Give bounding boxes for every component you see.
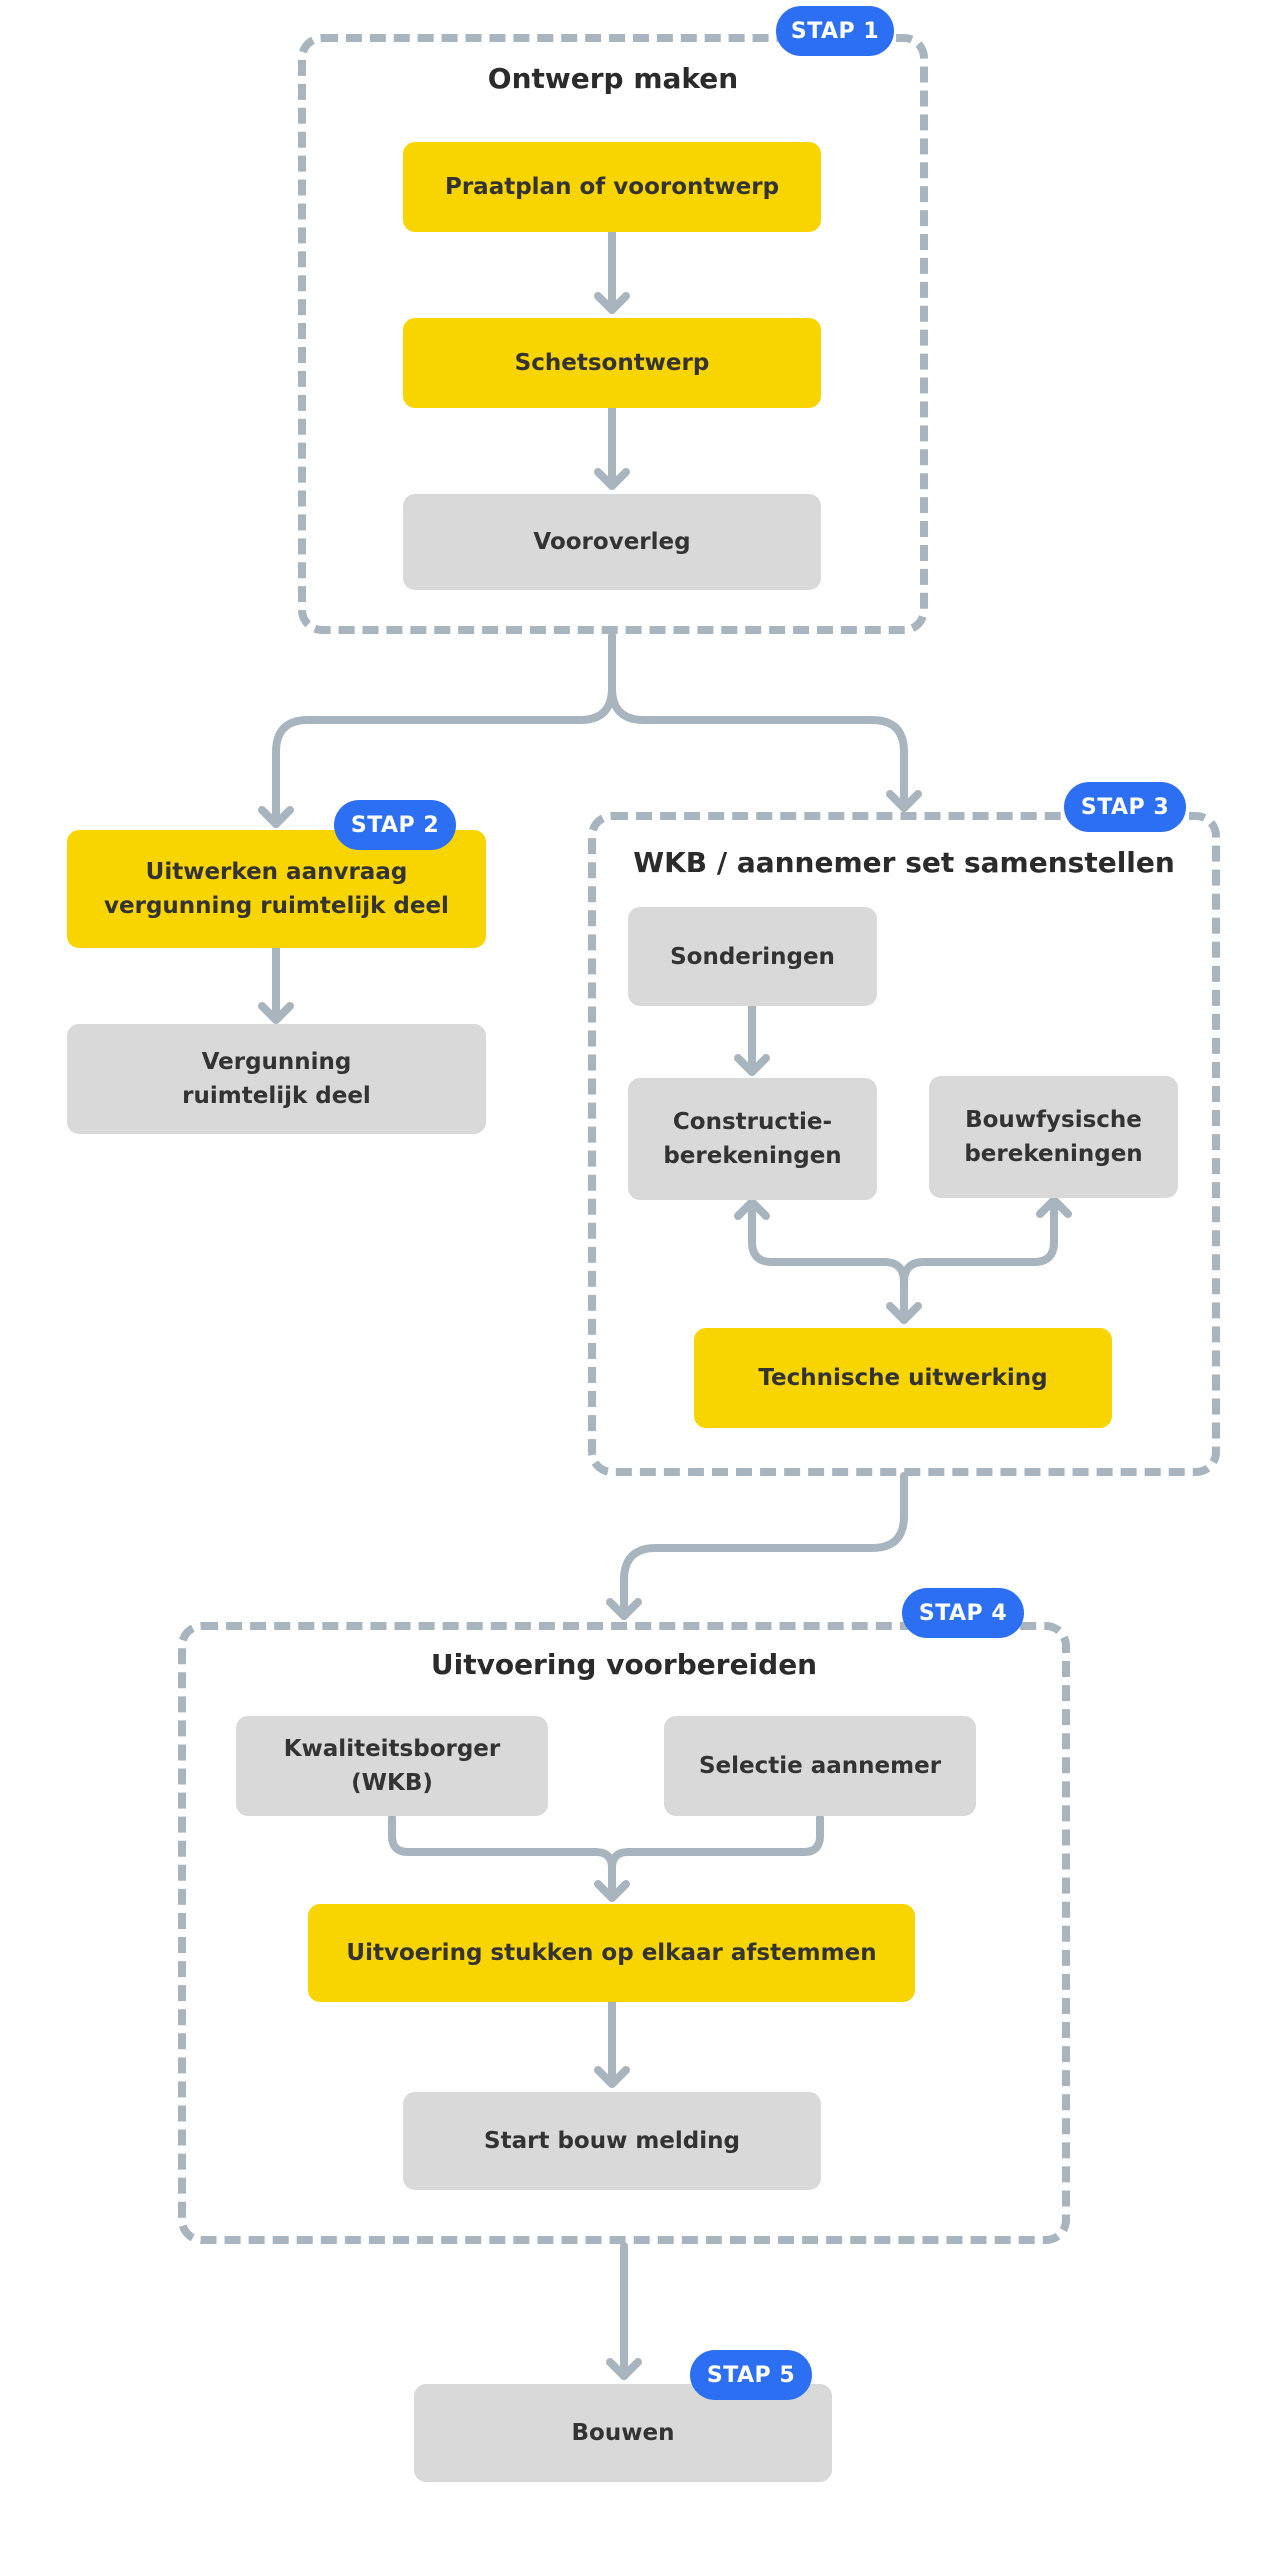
arrowhead <box>258 806 294 828</box>
arrowhead <box>886 1302 922 1324</box>
bouwen-box: Bouwen <box>414 2384 832 2482</box>
connector-step1-to-step3 <box>608 684 908 812</box>
arrowhead <box>606 2358 642 2380</box>
afstemmen-box: Uitvoering stukken op elkaar afstemmen <box>308 1904 915 2002</box>
step4-badge: STAP 4 <box>902 1588 1024 1638</box>
arrowhead <box>594 1880 630 1902</box>
arrowhead <box>886 790 922 812</box>
connector-step3-to-step4 <box>620 1472 908 1620</box>
schetsontwerp-box: Schetsontwerp <box>403 318 821 408</box>
vergunning-box: Vergunning ruimtelijk deel <box>67 1024 486 1134</box>
connector-step1-to-step2 <box>272 632 616 828</box>
technische-uitwerking-box: Technische uitwerking <box>694 1328 1112 1428</box>
step1-title: Ontwerp maken <box>487 62 739 95</box>
arrowhead <box>734 1054 770 1076</box>
connector-selectie-to-afstemmen <box>608 1814 824 1872</box>
arrowhead <box>594 292 630 314</box>
step2-badge: STAP 2 <box>334 800 456 850</box>
step1-group: Ontwerp maken <box>298 34 928 634</box>
kwaliteitsborger-box: Kwaliteitsborger (WKB) <box>236 1716 548 1816</box>
step5-badge: STAP 5 <box>690 2350 812 2400</box>
arrowhead <box>594 468 630 490</box>
step3-title: WKB / aannemer set samenstellen <box>633 846 1175 879</box>
step4-group: Uitvoering voorbereiden <box>178 1622 1070 2244</box>
arrowhead <box>594 2066 630 2088</box>
arrowhead <box>1036 1196 1072 1218</box>
praatplan-box: Praatplan of voorontwerp <box>403 142 821 232</box>
sonderingen-box: Sonderingen <box>628 907 877 1006</box>
step4-title: Uitvoering voorbereiden <box>430 1648 818 1681</box>
arrowhead <box>606 1598 642 1620</box>
bouwfysische-box: Bouwfysische berekeningen <box>929 1076 1178 1198</box>
arrowhead <box>258 1002 294 1024</box>
step1-badge: STAP 1 <box>776 6 894 56</box>
connector-technische-to-bouwfysische <box>900 1196 1058 1286</box>
arrowhead <box>734 1198 770 1220</box>
start-bouw-melding-box: Start bouw melding <box>403 2092 821 2190</box>
step3-group: WKB / aannemer set samenstellen <box>588 812 1220 1476</box>
step3-badge: STAP 3 <box>1064 782 1186 832</box>
selectie-aannemer-box: Selectie aannemer <box>664 1716 976 1816</box>
constructie-box: Constructie- berekeningen <box>628 1078 877 1200</box>
vooroverleg-box: Vooroverleg <box>403 494 821 590</box>
